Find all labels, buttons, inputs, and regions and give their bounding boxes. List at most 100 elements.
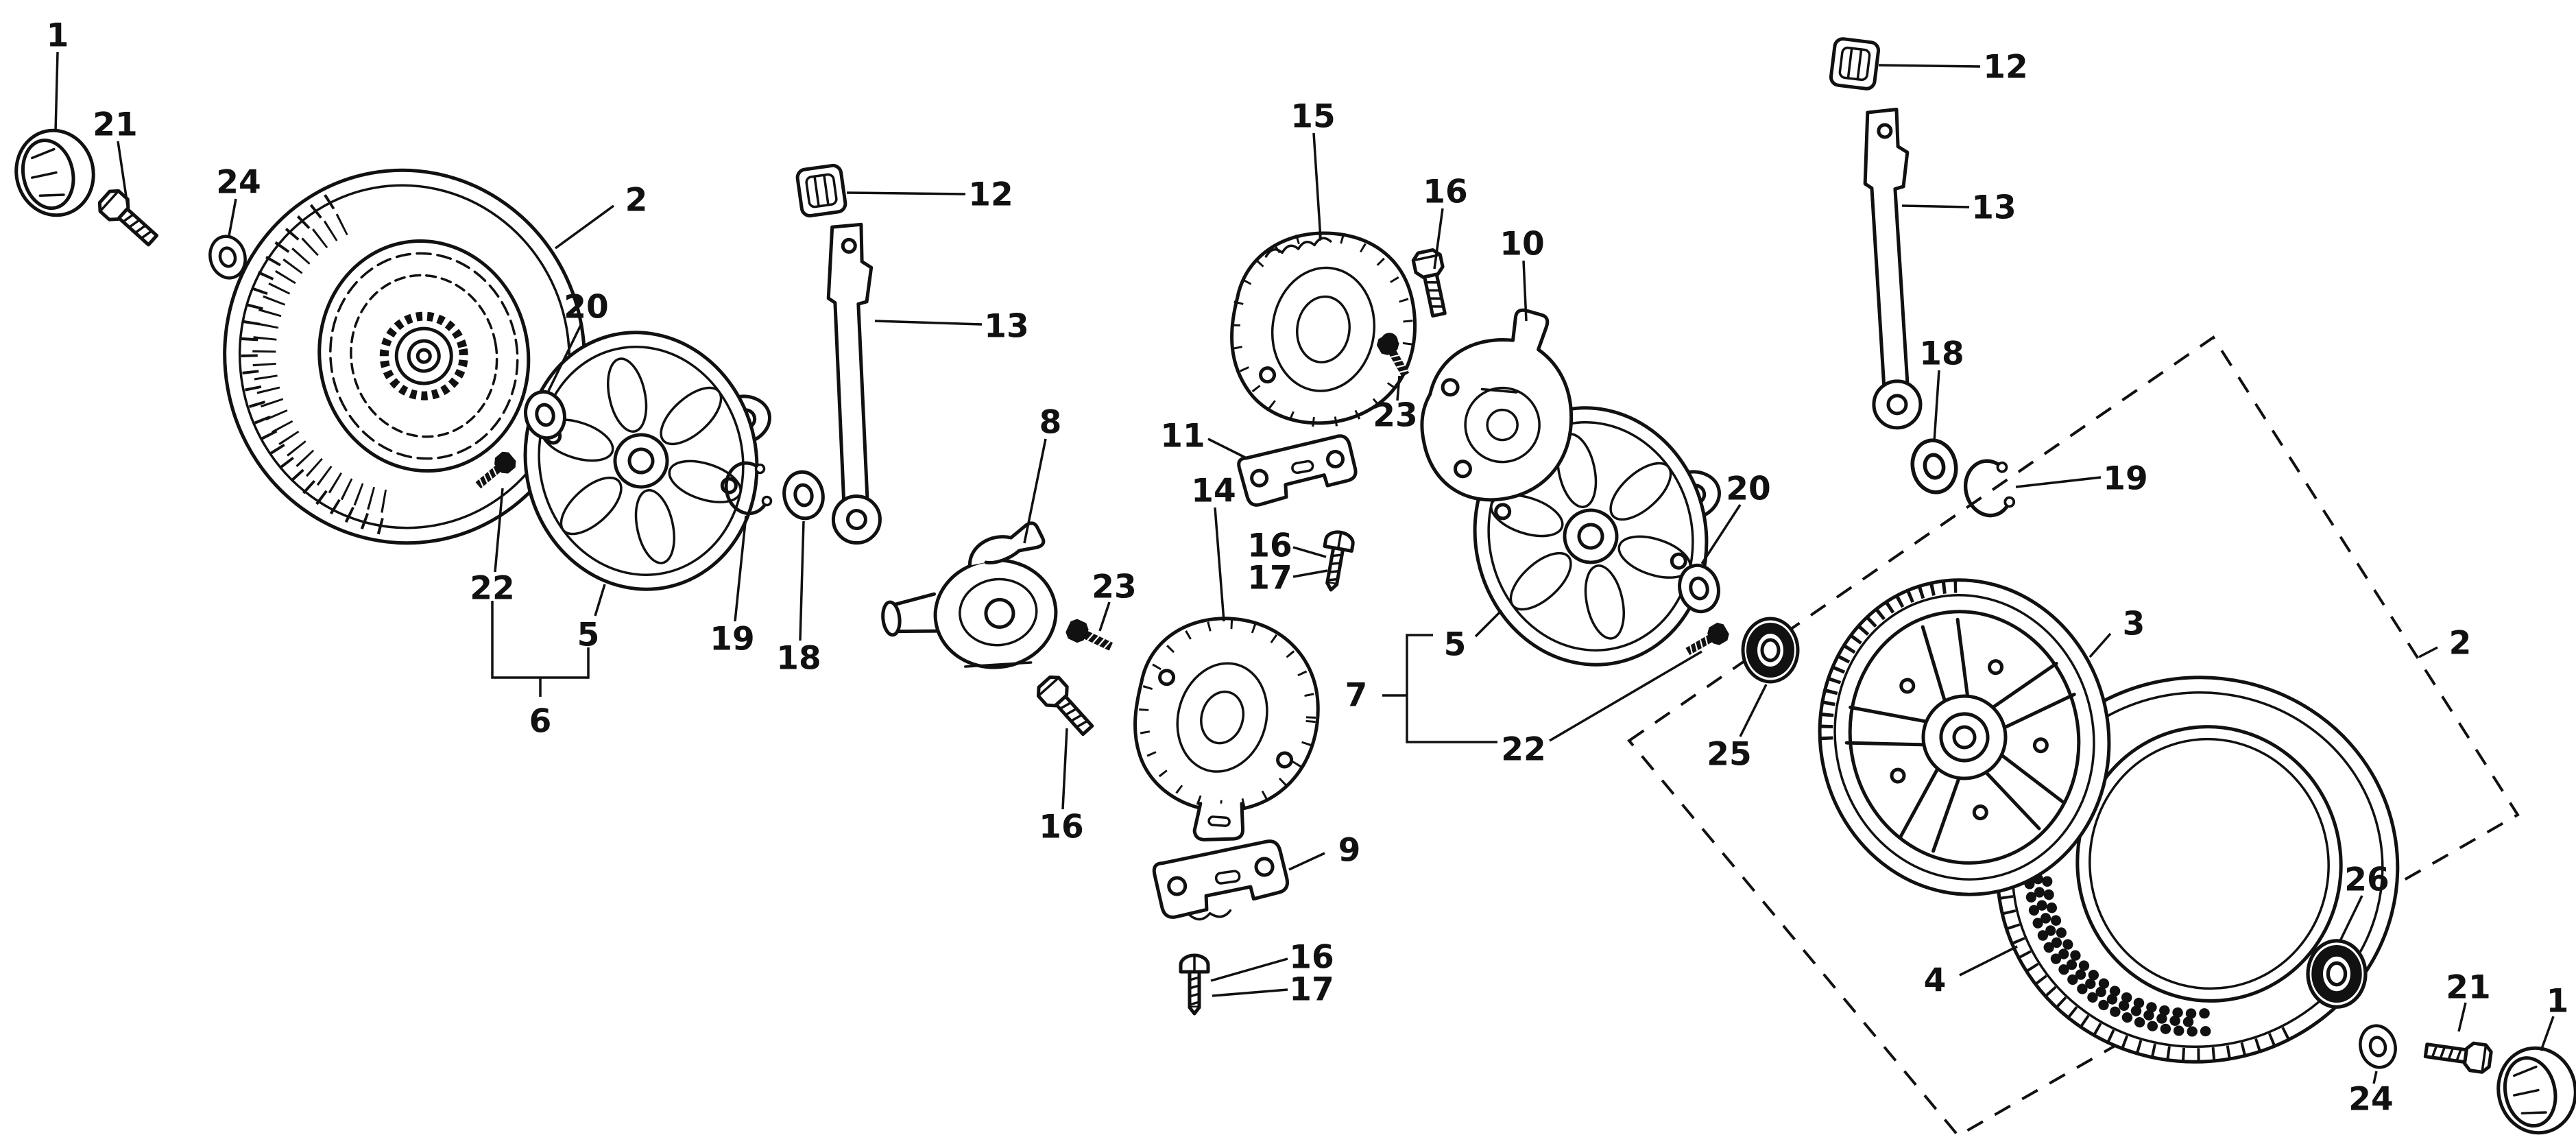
leader-rear-pivot-bolt xyxy=(1549,650,1702,742)
leader-brake-panel-rear xyxy=(1522,260,1528,322)
callout-bolt-bottom-right: 21 xyxy=(2446,969,2490,1007)
leader-cap-top-left xyxy=(54,51,59,132)
brake-panel-center xyxy=(1133,617,1320,841)
callout-panel-screw-upper-screw: 17 xyxy=(1247,560,1292,597)
front-washer xyxy=(780,468,828,522)
leader-front-wheel-cover xyxy=(594,584,606,617)
leader-rear-bearing-inner xyxy=(1739,684,1768,737)
leader-rear-wheel-rim xyxy=(2089,632,2112,658)
front-cushion-rubber xyxy=(797,165,847,217)
leader-rear-wheel-cover xyxy=(1474,609,1503,638)
front-hub-sprocket xyxy=(329,252,519,460)
callout-panel-screw-upper-bolt: 16 xyxy=(1247,527,1292,565)
leader-rear-circlip xyxy=(2015,476,2102,488)
leader-cam-mount-bolt xyxy=(1061,728,1068,810)
callout-brake-panel-rear: 10 xyxy=(1500,226,1544,263)
callout-front-wheel-cover-set: 6 xyxy=(529,703,552,741)
rear-pivot-bolt xyxy=(1682,621,1731,661)
leader-rear-washer xyxy=(1933,370,1940,442)
front-stopper-arm xyxy=(816,223,895,544)
brake-panel-top xyxy=(1230,231,1417,427)
leader-front-washer xyxy=(799,521,805,641)
rear-bearing-inner xyxy=(1743,619,1798,682)
leader-front-hub-washer xyxy=(547,323,583,392)
leader-brake-panel-top xyxy=(1312,132,1322,239)
bolt-top-left xyxy=(95,187,162,250)
callout-panel-screw-lower-screw: 17 xyxy=(1289,971,1334,1009)
callout-front-tire: 2 xyxy=(625,182,648,219)
assembly-plane-outline xyxy=(1627,335,2520,1138)
leader-rear-stopper-arm xyxy=(1901,204,1970,208)
rear-bearing-outer xyxy=(2308,941,2366,1007)
leader-washer-top-left xyxy=(228,198,237,237)
callout-washer-top-left: 24 xyxy=(216,164,261,202)
callout-rear-wheel-cover: 5 xyxy=(1444,626,1467,664)
callout-upper-bracket: 11 xyxy=(1160,418,1205,455)
upper-bracket xyxy=(1237,434,1358,507)
leader-panel-screw-upper-screw xyxy=(1292,569,1328,578)
leader-bolt-top-left xyxy=(117,141,129,206)
leader-lower-bracket xyxy=(1288,852,1325,871)
callout-rear-wheel-rim: 3 xyxy=(2123,606,2145,643)
panel-screw-upper xyxy=(1317,530,1354,593)
cap-bottom-right xyxy=(2490,1041,2576,1141)
callout-front-stopper-arm: 13 xyxy=(984,308,1028,346)
leader-bolt-bottom-right xyxy=(2457,1002,2467,1032)
callout-rear-washer: 18 xyxy=(1919,335,1964,373)
brake-cam xyxy=(881,521,1058,669)
callout-rear-mount-bolt: 16 xyxy=(1423,174,1467,211)
callout-lower-bracket: 9 xyxy=(1338,832,1361,870)
washer-bottom-right xyxy=(2356,1022,2400,1071)
callout-brake-cam: 8 xyxy=(1039,404,1062,442)
callout-cam-mount-bolt: 16 xyxy=(1039,809,1083,846)
rear-circlip xyxy=(1960,457,2016,520)
rear-mount-bolt xyxy=(1412,249,1452,318)
leader-front-stopper-arm xyxy=(874,320,983,326)
leader-brake-panel-center xyxy=(1214,507,1225,622)
leader-rear-wheel-assembly xyxy=(2418,646,2438,658)
callout-rear-circlip: 19 xyxy=(2103,460,2147,498)
callout-brake-panel-center: 14 xyxy=(1191,473,1236,510)
bolt-bottom-right xyxy=(2424,1037,2492,1073)
leader-cap-bottom-right xyxy=(2540,1016,2555,1051)
callout-cam-bolt: 23 xyxy=(1092,569,1136,606)
leader-front-tire xyxy=(554,204,615,250)
cam-bolt xyxy=(1063,617,1116,657)
cap-top-left xyxy=(8,123,101,223)
callout-rear-stopper-arm: 13 xyxy=(1971,189,2016,227)
callout-front-washer: 18 xyxy=(776,640,821,678)
rear-cushion-rubber xyxy=(1830,38,1879,89)
callout-cap-bottom-right: 1 xyxy=(2547,983,2569,1020)
leader-brake-cam xyxy=(1023,438,1047,544)
callout-cap-top-left: 1 xyxy=(47,17,69,55)
callout-rear-bearing-inner: 25 xyxy=(1707,736,1751,774)
leader-front-cushion-rubber xyxy=(846,191,966,195)
callout-rear-pivot-bolt: 22 xyxy=(1501,731,1545,769)
callout-front-hub-washer: 20 xyxy=(564,289,608,326)
leader-rear-bearing-outer xyxy=(2338,895,2363,943)
callout-front-circlip: 19 xyxy=(710,621,754,658)
bracket-line-front-wheel-cover-set-0 xyxy=(491,601,590,679)
callout-rear-tire: 4 xyxy=(1924,962,1947,1000)
rear-stopper-arm xyxy=(1857,108,1931,429)
panel-screw-lower xyxy=(1181,955,1208,1014)
lower-bracket xyxy=(1152,839,1289,921)
leader-upper-bracket xyxy=(1207,438,1247,459)
leader-rear-small-bolt xyxy=(1396,375,1401,401)
bracket-line-rear-wheel-cover-set-0 xyxy=(1406,634,1497,743)
callout-rear-hub-washer: 20 xyxy=(1726,470,1770,508)
callout-rear-bearing-outer: 26 xyxy=(2344,861,2389,899)
brake-panel-rear xyxy=(1420,308,1574,502)
callout-brake-panel-top: 15 xyxy=(1290,98,1335,136)
callout-rear-small-bolt: 23 xyxy=(1373,397,1417,435)
rear-wheel-rim xyxy=(1818,578,2111,896)
leader-front-circlip xyxy=(734,515,747,622)
leader-cam-bolt xyxy=(1098,601,1111,632)
leader-rear-cushion-rubber xyxy=(1878,64,1981,68)
rear-washer xyxy=(1907,436,1960,497)
leader-panel-screw-lower-bolt xyxy=(1210,957,1288,982)
callout-panel-screw-lower-bolt: 16 xyxy=(1289,939,1334,977)
callout-bolt-top-left: 21 xyxy=(93,106,137,144)
